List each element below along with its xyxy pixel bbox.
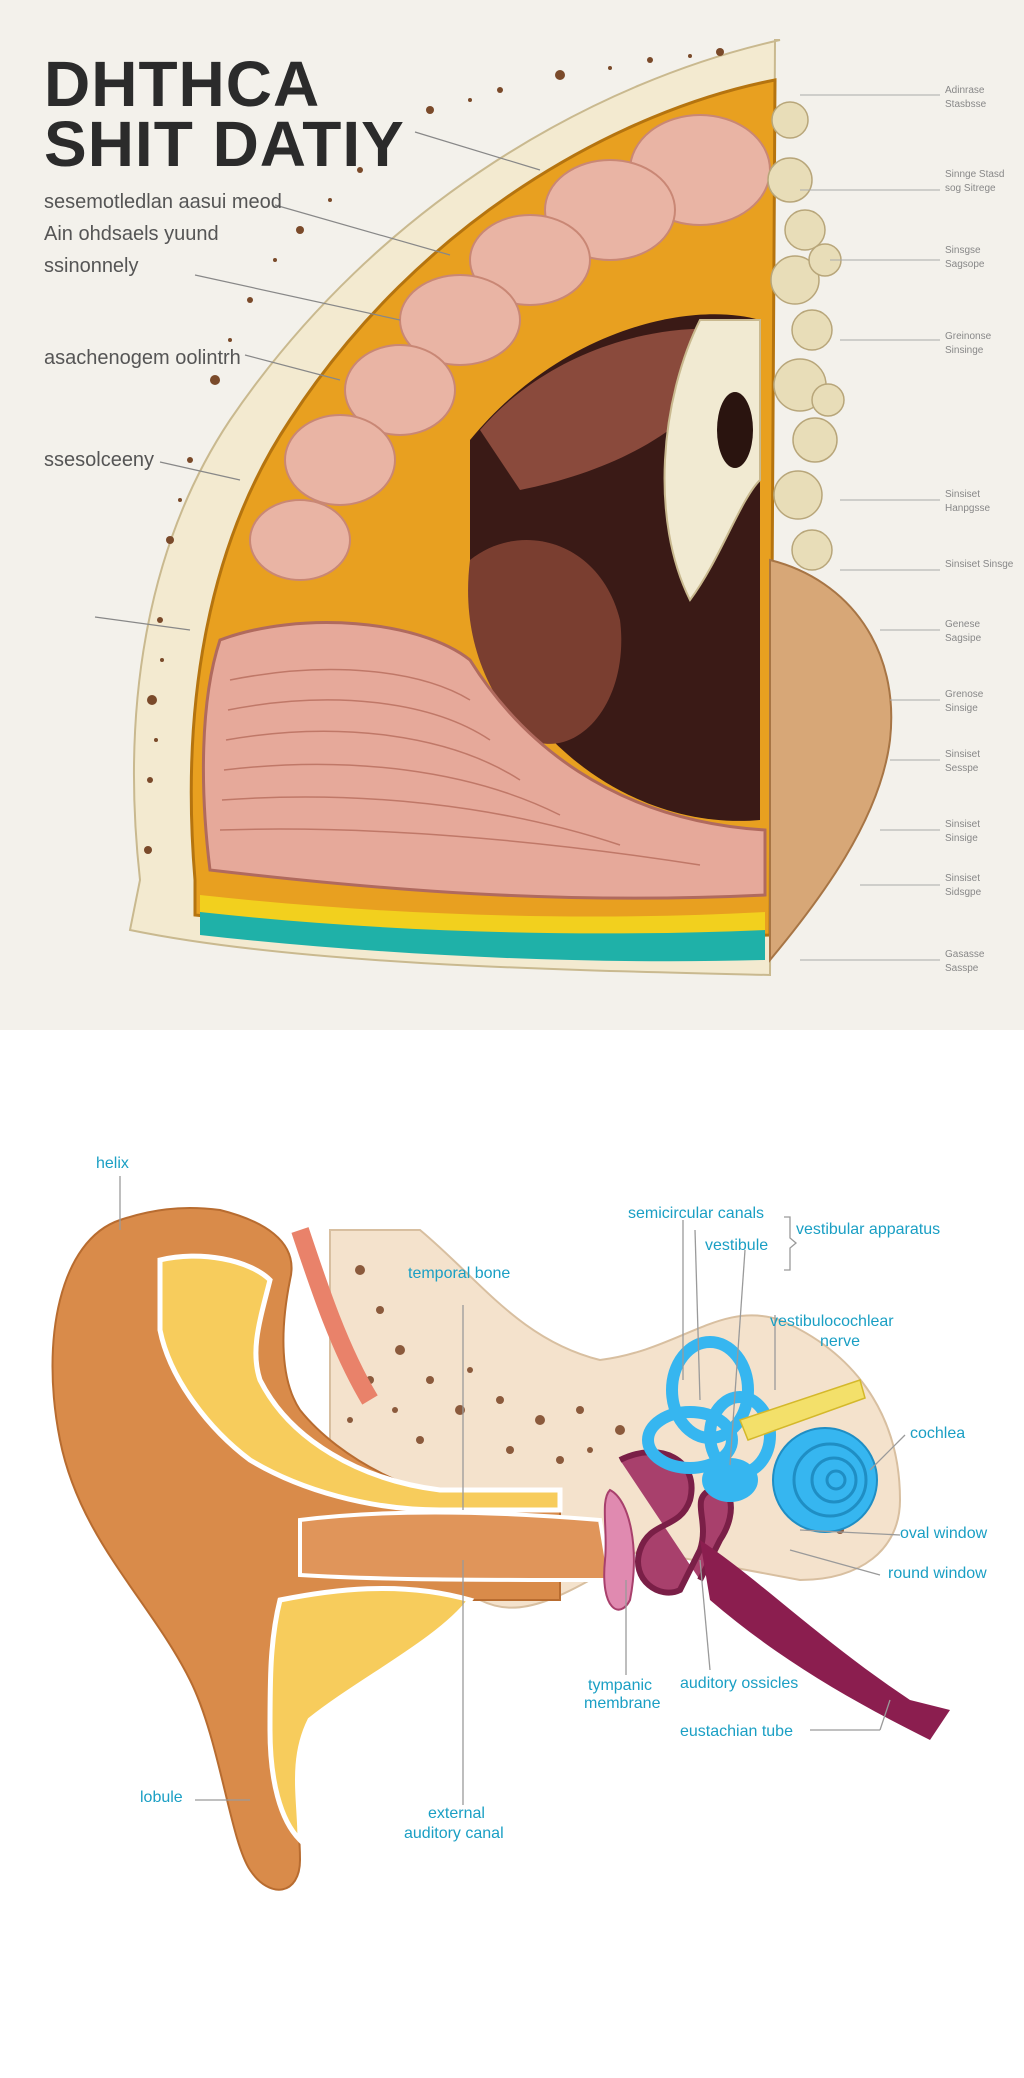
side-label-5: Sinsiset Hanpgsse — [945, 489, 991, 514]
label-cochlea: cochlea — [910, 1425, 966, 1442]
tissue-striations — [219, 668, 701, 866]
tympanic-membrane — [603, 1488, 635, 1611]
side-label-6: Sinsiset Sinsge — [945, 559, 1014, 570]
vestibulocochlear-nerve — [739, 1379, 866, 1441]
top-label-5: ssesolceeny — [44, 449, 155, 471]
label-eustachian-tube: eustachian tube — [680, 1723, 793, 1740]
label-vestibule: vestibule — [705, 1237, 769, 1254]
panel-divider — [0, 1030, 1024, 1080]
bone-speckles — [144, 48, 724, 854]
top-label-1: sesemotledlan aasui meod — [44, 191, 282, 213]
ear-canal — [298, 1510, 613, 1583]
bony-edge-nodules — [767, 101, 845, 571]
figure-title-line-1: DHTHCA — [44, 48, 321, 120]
right-leader-lines — [800, 94, 940, 961]
left-leader-lines — [94, 131, 541, 631]
side-label-4: Greinonse Sinsinge — [945, 331, 992, 356]
side-label-10: Sinsiset Sinsige — [945, 819, 981, 844]
ear-anatomy-graphic — [51, 1176, 950, 1891]
lower-right-mass — [769, 558, 893, 963]
lower-ear-skin — [267, 1585, 475, 1847]
ear-leader-lines — [119, 1176, 906, 1805]
side-label-2: Sinnge Stasd sog Sitrege — [945, 169, 1005, 194]
side-label-11: Sinsiset Sidsgpe — [945, 873, 982, 898]
label-round-window: round window — [888, 1565, 987, 1582]
cartilage-band — [291, 1227, 378, 1405]
label-vestibular-apparatus: vestibular apparatus — [796, 1221, 941, 1238]
label-lobule: lobule — [140, 1789, 183, 1806]
label-auditory-ossicles: auditory ossicles — [680, 1675, 799, 1692]
upper-muscle-mass — [480, 328, 740, 490]
side-label-7: Genese Sagsipe — [945, 619, 982, 644]
side-label-3: Sinsgse Sagsope — [945, 245, 985, 270]
eustachian-tube — [700, 1540, 950, 1740]
yellow-base-layer — [200, 895, 765, 934]
ivory-structure — [663, 319, 761, 602]
label-semicircular-canals: semicircular canals — [628, 1205, 765, 1222]
side-label-12: Gasasse Sasspe — [945, 949, 985, 974]
lower-muscle-mass — [468, 540, 622, 744]
label-external: external — [428, 1805, 485, 1822]
label-external-auditory-canal: auditory canal — [404, 1825, 504, 1842]
upper-tissue-folds — [249, 114, 771, 581]
label-temporal-bone: temporal bone — [408, 1265, 511, 1282]
side-label-1: Adinrase Stasbsse — [945, 85, 987, 110]
label-vestibulocochlear: vestibulocochlear — [770, 1313, 894, 1330]
ear-anatomy-panel: helix temporal bone semicircular canals … — [0, 1080, 1024, 2078]
tissue-illustration-panel: DHTHCA SHIT DATIY sesemotledlan aasui me… — [0, 0, 1024, 1030]
figure-title-line-2: SHIT DATIY — [44, 108, 405, 180]
vestibular-apparatus-bracket — [784, 1216, 798, 1271]
label-vestibulocochlear-nerve: nerve — [820, 1333, 861, 1350]
label-oval-window: oval window — [900, 1525, 988, 1542]
label-tympanic: tympanic — [588, 1677, 653, 1694]
cochlea — [772, 1427, 878, 1533]
ivory-opening — [717, 392, 753, 468]
label-tympanic-membrane: membrane — [584, 1695, 661, 1712]
tissue-cross-section-graphic — [94, 39, 940, 977]
vestibule — [702, 1458, 758, 1502]
top-label-2: Ain ohdsaels yuund — [44, 223, 219, 245]
top-label-3: ssinonnely — [44, 255, 139, 277]
side-label-8: Grenose Sinsige — [945, 689, 984, 714]
cochlea-spiral — [792, 1442, 868, 1518]
top-label-4: asachenogem oolintrh — [44, 347, 241, 369]
label-helix: helix — [96, 1155, 129, 1172]
side-label-9: Sinsiset Sesspe — [945, 749, 981, 774]
upper-ear-skin — [157, 1253, 563, 1513]
